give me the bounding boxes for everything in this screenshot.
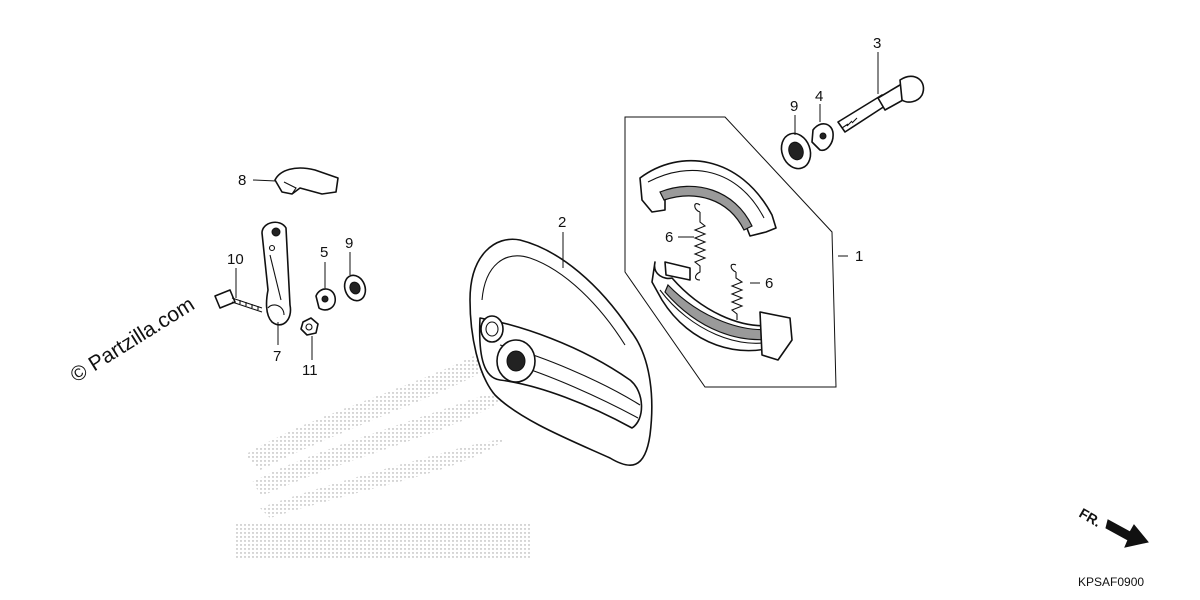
callout-9-left: 9 — [345, 235, 353, 252]
nut — [300, 317, 319, 336]
leader-lines — [235, 52, 879, 360]
felt-seal-left — [343, 274, 367, 302]
lower-brake-shoe — [651, 261, 793, 361]
washer — [315, 288, 336, 311]
callout-3: 3 — [873, 35, 881, 52]
brake-shoe-spring-lower — [730, 263, 744, 320]
callout-6-upper: 6 — [665, 229, 673, 246]
honda-wing-logo — [236, 330, 535, 558]
brake-panel — [469, 238, 653, 466]
callout-11: 11 — [302, 362, 318, 379]
drawing-code: KPSAF0900 — [1078, 575, 1144, 589]
callout-1: 1 — [855, 248, 863, 265]
front-arrow-icon — [1105, 519, 1149, 548]
front-direction-label: FR. — [1077, 505, 1105, 530]
callout-4: 4 — [815, 88, 823, 105]
callout-6-lower: 6 — [765, 275, 773, 292]
callout-7: 7 — [273, 348, 281, 365]
callout-2: 2 — [558, 214, 566, 231]
upper-brake-shoe — [639, 159, 777, 237]
arm-bolt — [214, 289, 263, 313]
watermark-text: © Partzilla.com — [66, 293, 198, 387]
brake-shoe-set-outline — [624, 116, 837, 388]
callout-5: 5 — [320, 244, 328, 261]
callouts: 1 2 3 4 9 6 6 8 10 5 9 7 11 — [227, 35, 881, 379]
callout-8: 8 — [238, 172, 246, 189]
felt-seal-right — [780, 132, 812, 170]
callout-10: 10 — [227, 251, 244, 268]
callout-9-right: 9 — [790, 98, 798, 115]
front-direction-indicator: FR. — [1077, 505, 1149, 548]
wear-indicator — [811, 123, 834, 152]
brake-shoe-spring-upper — [693, 203, 707, 281]
stopper-plate — [274, 167, 339, 195]
brake-arm — [261, 221, 292, 326]
brake-camshaft — [837, 75, 925, 133]
